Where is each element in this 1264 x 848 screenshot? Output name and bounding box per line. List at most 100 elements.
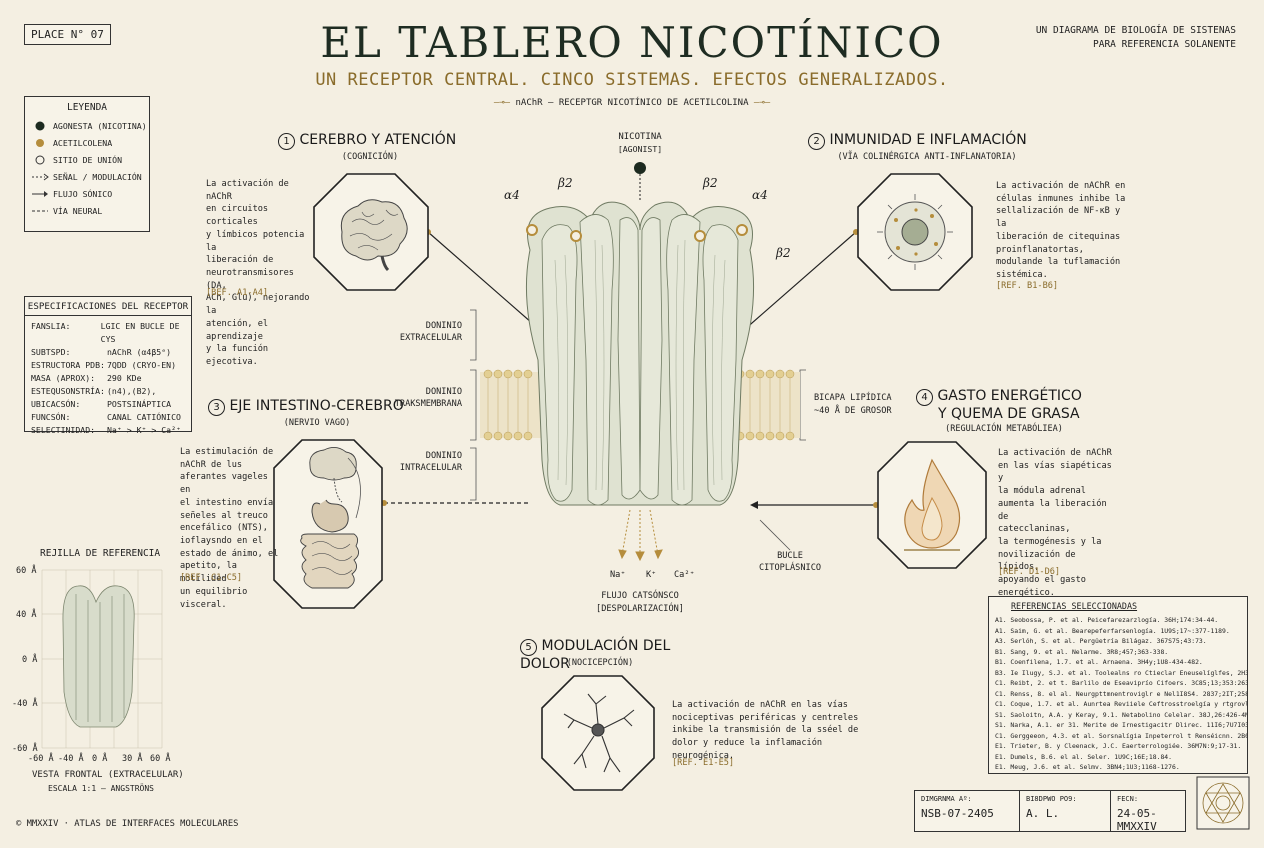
date-cell: FECN: 24-05-MMXXIV: [1111, 791, 1185, 833]
references-list: A1. Seobossa, P. et al. Peicefarezarzlog…: [989, 615, 1247, 773]
spec-value: 290 KDe: [107, 373, 142, 383]
energy-reference: [REF. D1-D6]: [998, 567, 1061, 577]
copyright-footer: © MMXXIV · ATLAS DE INTERFACES MOLECULAR…: [16, 819, 239, 829]
cation-flux-label: FLUJO CATSÓNSCO [DESPOLARIZACIÓN]: [580, 590, 700, 616]
brain-section-subtitle: (COGNICIÓN): [341, 152, 399, 162]
domain-label-line: DONINIO: [425, 387, 462, 397]
intracellular-domain-label: DONINIO INTRACELULAR: [376, 450, 462, 474]
specs-table: FANSLIA:LGIC EN BUCLE DE CYS SUBTSPD:nAC…: [25, 316, 191, 437]
text-line: La activación de nAChR en: [996, 181, 1126, 191]
energy-emblem: [877, 441, 987, 569]
immune-emblem: [857, 173, 973, 291]
spec-key: FUNCSÓN:: [31, 412, 71, 422]
energy-section-title: 4 GASTO ENERGÉTICO Y QUEMA DE GRASA: [916, 388, 1086, 423]
domain-label-line: DONINIO: [425, 321, 462, 331]
subunit-label-a4-left: α4: [504, 188, 520, 202]
text-line: La estimulación de: [180, 447, 274, 457]
text-line: aferantes vageles en: [180, 472, 268, 496]
spec-value: Na⁺ > K⁺ > Ca²⁺: [107, 425, 181, 435]
gut-reference: [REF. C1-C5]: [180, 573, 243, 583]
text-line: atención, el aprendizaje: [206, 318, 269, 342]
text-line: el intestino envía: [180, 497, 274, 508]
reference-grid: [41, 569, 163, 749]
section-number-badge: 4: [916, 389, 933, 406]
receptor-specs-box: ESPECIFICACIONES DEL RECEPTOR FANSLIA:LG…: [24, 296, 192, 435]
grid-x-tick: -40 Å: [58, 754, 84, 764]
binding-site-icon: [526, 224, 538, 236]
subunit-label-b2-lower: β2: [776, 246, 791, 260]
tagline: —⊸— nAChR — RECEPTGR NICOTÍNICO DE ACETI…: [0, 98, 1264, 108]
reference-item: A1. Saim, G. et al. Bearepeferfarsenlogí…: [995, 626, 1230, 635]
legend-label: FLUJO SÓNICO: [53, 188, 113, 199]
brain-section-title: 1 CEREBRO Y ATENCIÓN: [278, 132, 458, 150]
immune-description: La activación de nAChR en células inmune…: [996, 180, 1126, 282]
domain-label-line: TRAKSMEMBRANA: [394, 399, 462, 410]
corner-note: UN DIAGRAMA DE BIOLOGÍA DE SISTENAS PARA…: [1036, 24, 1236, 53]
domain-label-line: DONINIO: [425, 451, 462, 461]
gut-section-subtitle: (NERVIO VAGO): [283, 418, 351, 428]
section-number-badge: 2: [808, 133, 825, 150]
spec-value: POSTSINÁPTICA: [107, 399, 172, 409]
legend-item: SEÑAL / MODULACIÓN: [31, 168, 149, 185]
subunit-label-b2-right: β2: [703, 176, 718, 190]
ornament-right-icon: —⊸—: [753, 98, 771, 108]
text-line: liberación de citequinas: [996, 231, 1121, 242]
reference-item: C1. Coque, 1.7. et al. Aunrtea Reviiele …: [995, 700, 1247, 708]
text-line: un equilibrio visceral.: [180, 586, 248, 610]
energy-description: La activación de nAChR en las vías siapé…: [998, 447, 1118, 600]
spec-row: MASA (APROX):290 KDe: [31, 372, 191, 385]
page-subtitle: UN RECEPTOR CENTRAL. CINCO SISTEMAS. EFE…: [315, 70, 949, 90]
reference-item: S1. Saoloitn, A.A. y Keray, 9.1. Netabol…: [995, 710, 1248, 719]
grid-caption: VESTA FRONTAL (EXTRACELULAR): [32, 770, 184, 780]
bilayer-bracket: [799, 369, 806, 441]
dashed-line-icon: [31, 207, 49, 215]
spec-key: ESTEQUSONSTRÍA:: [31, 386, 105, 396]
text-line: sellalización de NF-κB y la: [996, 206, 1121, 230]
loop-label-line: CITOPLÁSNICO: [758, 563, 822, 574]
text-line: la módula adrenal: [998, 486, 1086, 497]
grid-title: REJILLA DE REFERENCIA: [40, 548, 161, 559]
binding-site-icon: [694, 230, 706, 242]
text-line: y límbicos potencia la: [206, 229, 305, 253]
pain-emblem: [541, 675, 655, 791]
grid-scale: ESCALA 1:1 — ANGSTRÖNS: [48, 784, 154, 793]
nicotine-label: NICOTINA: [618, 132, 662, 142]
filled-dot-icon: [31, 120, 49, 132]
section-title-text: CEREBRO Y ATENCIÓN: [299, 132, 457, 148]
grid-receptor-sketch: [62, 585, 135, 728]
legend-item: FLUJO SÓNICO: [31, 185, 149, 202]
text-line: energético.: [998, 587, 1055, 598]
spec-key: FANSLIA:: [31, 321, 71, 331]
ion-flux-arrows: [618, 509, 663, 562]
legend-title: LEYENDA: [66, 102, 108, 113]
reference-item: C1. Reibt, 2. et t. Barlilo de Eseaviprí…: [995, 679, 1248, 687]
immune-section-title: 2 INMUNIDAD E INFLAMACIÓN: [808, 132, 1038, 150]
tagline-text: nAChR — RECEPTGR NICOTÍNICO DE ACETILCOL…: [515, 98, 749, 108]
plate-number: PLACE N° 07: [24, 24, 111, 45]
transmembrane-domain-label: DONINIO TRAKSMEMBRANA: [376, 386, 462, 410]
spec-key: UBICACSÓN:: [31, 399, 81, 409]
brain-description: La activación de nAChR en circuitos cort…: [206, 178, 316, 369]
reference-item: A3. Serlóh, S. et al. Pergüetría Bilágaz…: [995, 637, 1207, 645]
text-line: nociceptivas periféricas y centreles: [672, 712, 859, 723]
reference-item: B1. Sang, 9. et al. Nelarme. 3R8;457;363…: [995, 647, 1169, 656]
energy-section-subtitle: (REGULACIÓN METABÓLIEA): [945, 424, 1063, 434]
pain-reference: [REF. E1-E5]: [672, 758, 735, 768]
immune-cell-icon: [877, 194, 953, 270]
text-line: estado de ánimo, el: [180, 548, 279, 559]
text-line: células inmunes inhibe la: [996, 193, 1126, 204]
receptor-illustration: [480, 162, 800, 562]
bilayer-label: BICAPA LIPÍDICA ~40 Å DE GROSOR: [814, 392, 892, 418]
brain-emblem: [313, 173, 429, 291]
spec-row: FUNCSÓN:CANAL CATIÓNICO: [31, 411, 191, 424]
receptor-body: [525, 201, 755, 506]
subunit-label-b2-left: β2: [558, 176, 573, 190]
ion-label-ca: Ca²⁺: [674, 570, 695, 580]
title-block: DIMGRNMA Aº: NSB-07-2405 BI8DPWO PO9: A.…: [914, 790, 1186, 833]
legend-item: VÍA NEURAL: [31, 202, 149, 219]
grid-y-tick: 40 Å: [16, 610, 37, 620]
text-line: aumenta la liberación de: [998, 498, 1107, 522]
flux-label-line: FLUJO CATSÓNSCO: [601, 591, 679, 601]
reference-item: C1. Renss, 8. el al. Neurgpttmnentrovigl…: [995, 689, 1248, 698]
